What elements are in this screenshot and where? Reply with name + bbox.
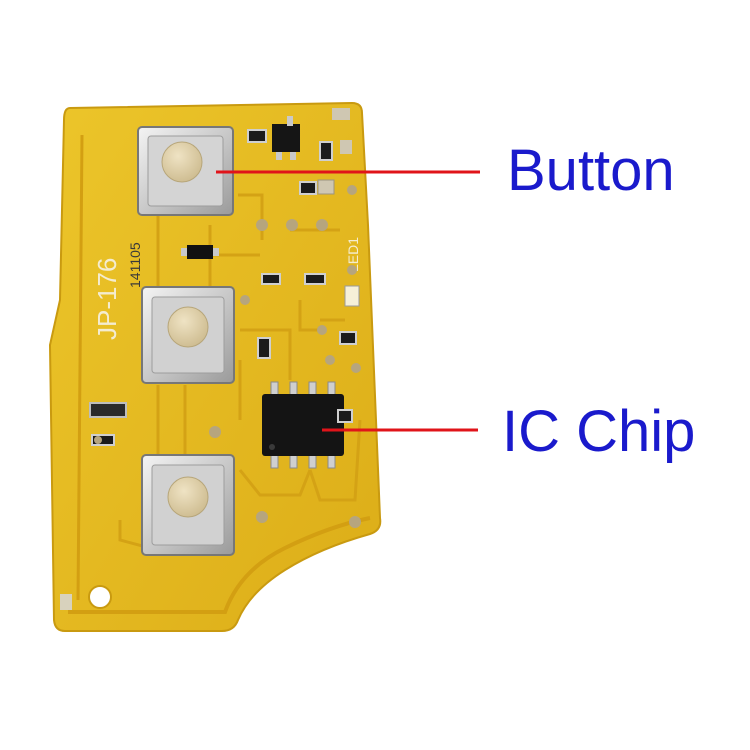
- model-marking: JP-176: [92, 258, 122, 340]
- button-callout-label: Button: [507, 138, 675, 203]
- date-code-marking: 141105: [127, 242, 143, 288]
- ic-chip-callout-label: IC Chip: [502, 399, 696, 464]
- tactile-button-2: [141, 286, 235, 384]
- silkscreen: JP-176 141105 LED1: [92, 237, 361, 340]
- callout-lines: [216, 170, 480, 432]
- copper-traces: [118, 193, 362, 550]
- led-designator: LED1: [345, 237, 361, 272]
- smd-components: [89, 108, 361, 528]
- tactile-button-1: [137, 126, 234, 216]
- ic-chip: [262, 381, 353, 469]
- tactile-button-3: [141, 454, 235, 556]
